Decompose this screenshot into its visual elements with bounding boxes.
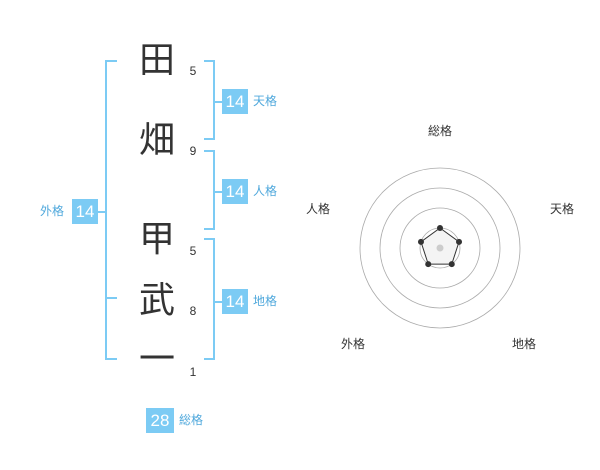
jinkaku-value: 14 — [222, 179, 248, 204]
chikaku-label: 地格 — [253, 294, 278, 308]
radar-label-chikaku: 地格 — [511, 337, 536, 351]
stroke-count-4: 8 — [189, 304, 197, 318]
tenkaku-value: 14 — [222, 89, 248, 114]
soukaku-value: 28 — [146, 408, 174, 433]
radar-rings — [359, 167, 521, 329]
stroke-count-1: 5 — [189, 64, 197, 78]
gaikaku-value: 14 — [72, 199, 98, 224]
radar-points — [417, 225, 463, 268]
radar-label-soukaku: 総格 — [427, 124, 452, 138]
stroke-count-5: 1 — [189, 365, 197, 379]
radar-point-tenkaku — [456, 238, 463, 245]
chikaku-value: 14 — [222, 289, 248, 314]
name-char-2: 畑 — [138, 120, 175, 161]
radar-point-chikaku — [448, 261, 455, 268]
name-char-4: 武 — [138, 280, 175, 321]
jinkaku-label: 人格 — [253, 184, 278, 198]
name-char-3: 甲 — [138, 219, 175, 260]
radar-label-jinkaku: 人格 — [305, 202, 330, 216]
soukaku-label: 総格 — [179, 413, 204, 427]
radar-point-gaikaku — [425, 261, 432, 268]
name-char-1: 田 — [138, 40, 175, 81]
radar-ring — [359, 167, 521, 329]
stroke-count-3: 5 — [189, 244, 197, 258]
radar-point-jinkaku — [417, 238, 424, 245]
tenkaku-label: 天格 — [253, 94, 278, 108]
stroke-count-2: 9 — [189, 144, 197, 158]
radar-label-gaikaku: 外格 — [340, 337, 365, 351]
radar-center — [436, 244, 444, 252]
radar-point-soukaku — [437, 225, 443, 231]
radar-label-tenkaku: 天格 — [549, 202, 574, 216]
gaikaku-label: 外格 — [40, 204, 65, 218]
radar-ring — [399, 207, 481, 289]
radar-ring — [379, 187, 501, 309]
name-char-5: 一 — [138, 339, 175, 380]
